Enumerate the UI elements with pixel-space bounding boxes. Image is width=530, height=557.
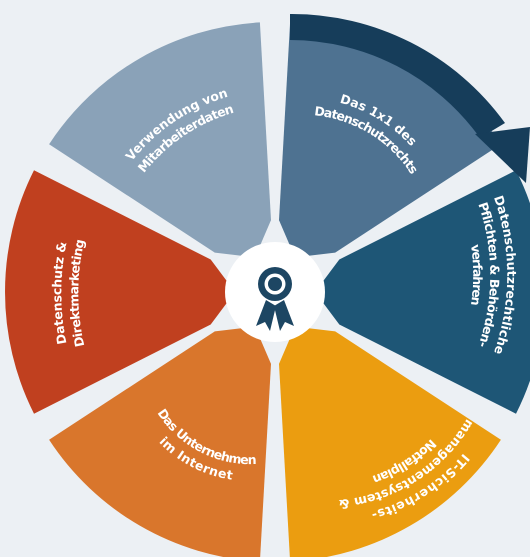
award-badge-icon	[256, 267, 294, 331]
segment-pflichten	[315, 170, 530, 414]
progress-arrow	[290, 13, 505, 139]
segment-direktmarketing	[5, 170, 235, 414]
segment-label-direktmarketing: Datenschutz & Direktmarketing	[49, 238, 87, 349]
segment-internet	[49, 326, 271, 557]
arrow-head-icon	[475, 127, 530, 183]
segments-layer	[5, 22, 530, 557]
svg-text:Datenschutz &: Datenschutz &	[49, 240, 69, 345]
segment-it-sicherheit	[279, 326, 501, 557]
segment-mitarbeiterdaten	[49, 22, 271, 258]
svg-text:verfahren: verfahren	[468, 243, 485, 306]
segment-datenschutzrecht	[279, 22, 501, 258]
svg-text:Direktmarketing: Direktmarketing	[66, 238, 87, 349]
